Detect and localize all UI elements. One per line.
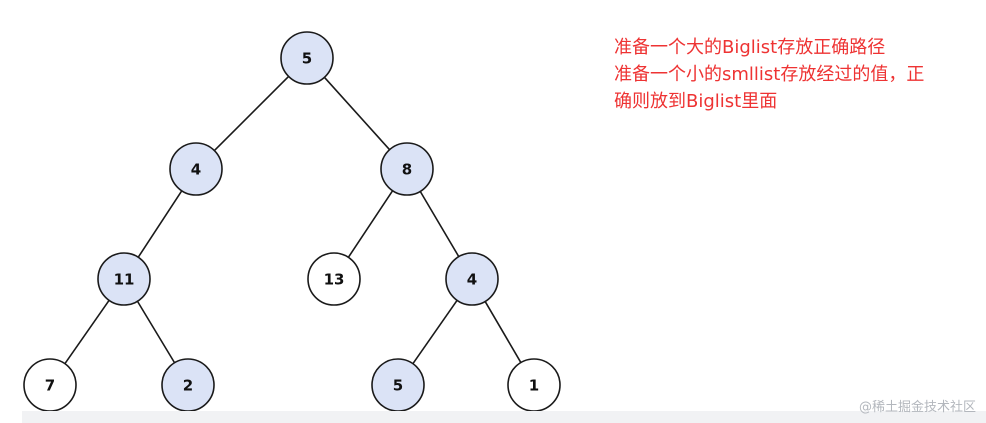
- tree-node-label: 5: [302, 50, 312, 68]
- tree-node-n1: 1: [507, 358, 561, 412]
- annotation-line-3: 确则放到Biglist里面: [614, 91, 778, 112]
- tree-node-circle: [97, 252, 151, 306]
- annotation-line-2: 准备一个小的smllist存放经过的值，正: [614, 64, 925, 85]
- tree-node-n4_left: 4: [169, 142, 223, 196]
- tree-node-n2: 2: [161, 358, 215, 412]
- tree-node-n5_root: 5: [280, 31, 334, 85]
- tree-node-n7: 7: [23, 358, 77, 412]
- tree-node-label: 2: [183, 377, 193, 395]
- tree-node-label: 4: [467, 271, 477, 289]
- tree-node-circle: [280, 31, 334, 85]
- annotation-text: 准备一个大的Biglist存放正确路径 准备一个小的smllist存放经过的值，…: [614, 34, 986, 115]
- tree-node-label: 11: [114, 271, 135, 289]
- tree-node-n11: 11: [97, 252, 151, 306]
- tree-node-label: 13: [324, 271, 345, 289]
- tree-node-circle: [445, 252, 499, 306]
- watermark: @稀土掘金技术社区: [858, 400, 976, 415]
- tree-node-label: 5: [393, 377, 403, 395]
- tree-node-circle: [169, 142, 223, 196]
- tree-edge-n11-n2: [136, 300, 176, 364]
- tree-node-n8: 8: [380, 142, 434, 196]
- tree-edge-n4_left-n11: [137, 190, 183, 258]
- tree-node-circle: [307, 252, 361, 306]
- tree-nodes: 5 4 8 11 13 4 7 2 5 1: [23, 31, 561, 412]
- bottom-strip: [22, 411, 986, 423]
- tree-node-n4_right: 4: [445, 252, 499, 306]
- tree-edges: [64, 75, 522, 365]
- tree-edge-n4_right-n5_leaf: [412, 299, 458, 365]
- tree-edge-n5_root-n4_left: [213, 75, 290, 152]
- tree-node-label: 7: [45, 377, 55, 395]
- tree-node-circle: [380, 142, 434, 196]
- tree-edge-n8-n13: [347, 190, 394, 258]
- tree-edge-n5_root-n8: [323, 76, 391, 151]
- tree-node-label: 4: [191, 161, 201, 179]
- tree-edge-n8-n4_right: [419, 190, 460, 258]
- tree-node-label: 8: [402, 161, 412, 179]
- tree-node-n13: 13: [307, 252, 361, 306]
- annotation-line-1: 准备一个大的Biglist存放正确路径: [614, 37, 886, 58]
- tree-edge-n4_right-n1: [484, 301, 522, 363]
- tree-edge-n11-n7: [64, 299, 110, 365]
- tree-node-n5_leaf: 5: [371, 358, 425, 412]
- tree-node-label: 1: [529, 377, 539, 395]
